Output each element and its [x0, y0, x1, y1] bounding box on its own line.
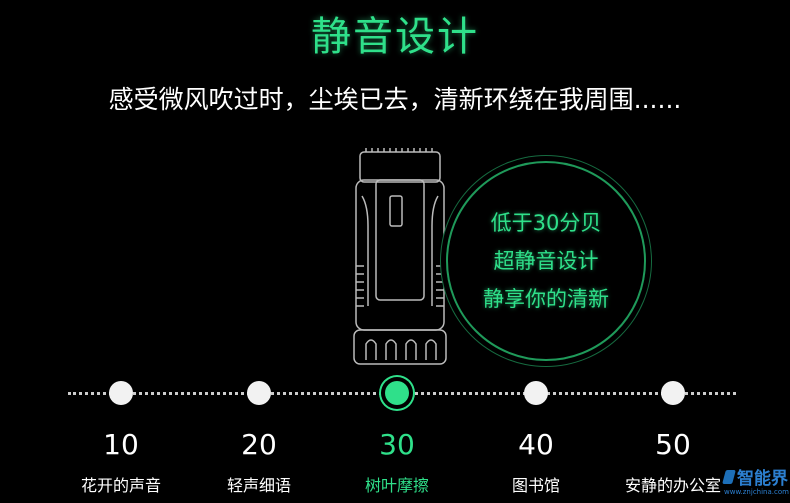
decibel-value: 40 [518, 428, 554, 461]
timeline-dot [524, 381, 548, 405]
timeline-dot [661, 381, 685, 405]
decibel-label: 花开的声音 [80, 476, 161, 495]
timeline-dot-active [385, 381, 409, 405]
timeline-dot [109, 381, 133, 405]
decibel-label: 树叶摩擦 [364, 476, 429, 495]
decibel-value: 30 [379, 428, 415, 461]
subtitle: 感受微风吹过时，尘埃已去，清新环绕在我周围...... [108, 85, 682, 114]
quiet-badge: 低于30分贝 超静音设计 静享你的清新 [446, 161, 646, 361]
watermark-url: www.znjchina.com [724, 488, 789, 496]
watermark: 智能界 www.znjchina.com [722, 462, 790, 500]
badge-line: 低于30分贝 [490, 211, 602, 235]
decibel-label: 图书馆 [511, 476, 560, 495]
watermark-name: 智能界 [737, 469, 788, 489]
decibel-value: 20 [241, 428, 277, 461]
decibel-value: 10 [103, 428, 139, 461]
decibel-label: 安静的办公室 [624, 476, 721, 495]
badge-line: 超静音设计 [493, 249, 599, 273]
decibel-value: 50 [655, 428, 691, 461]
page-title: 静音设计 [311, 14, 479, 60]
air-purifier-illustration [353, 148, 447, 365]
decibel-label: 轻声细语 [226, 476, 291, 495]
badge-line: 静享你的清新 [483, 287, 609, 311]
timeline-dot [247, 381, 271, 405]
